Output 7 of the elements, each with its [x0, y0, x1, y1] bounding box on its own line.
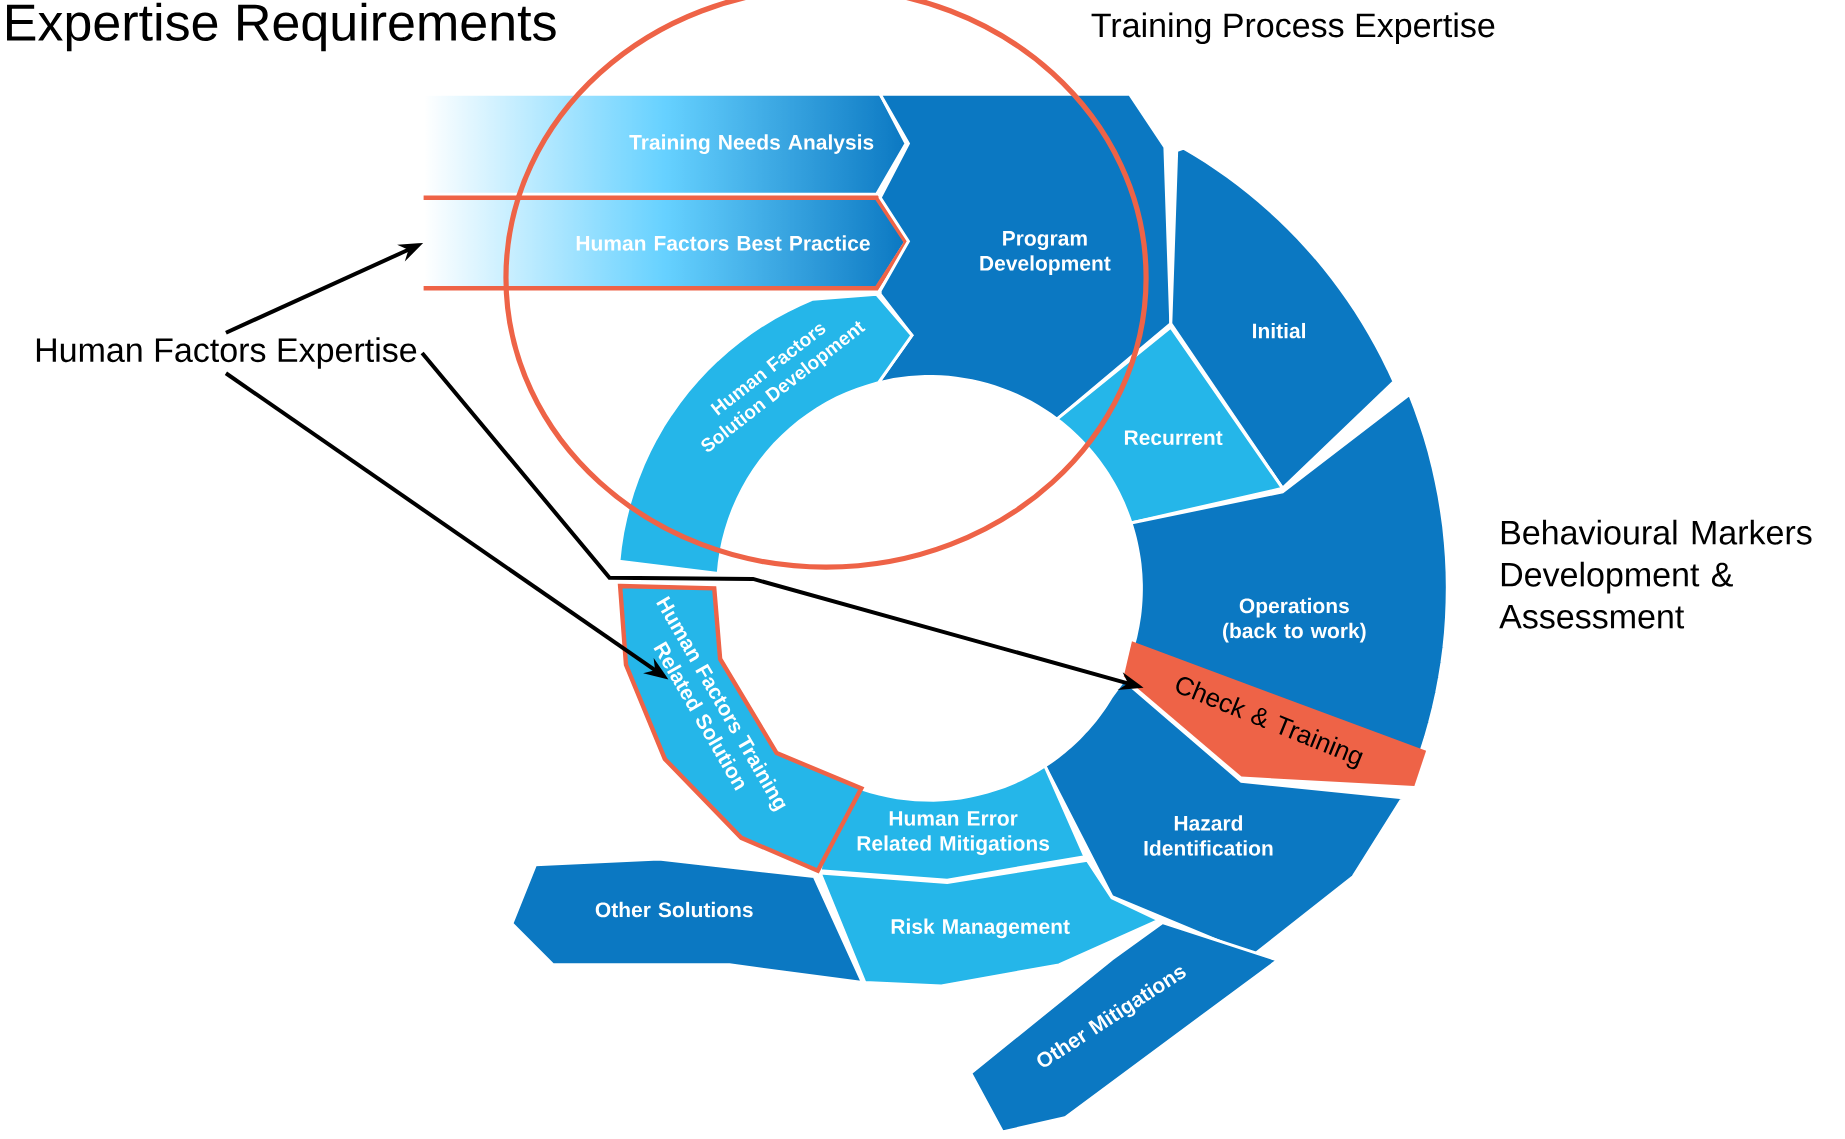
heading: Expertise Requirements: [7, 2, 556, 52]
wheel-segment: Training Needs Analysis: [422, 92, 908, 196]
annotation: Behavioural Markers Development & Assessment: [1499, 519, 1812, 629]
wheel-segment: Other Solutions: [510, 857, 865, 985]
callout-text: Human Factors Expertise: [36, 337, 417, 369]
wheel-segment: Human Factors Best Practice: [422, 195, 909, 291]
annotation: Training Process Expertise: [1091, 12, 1495, 45]
